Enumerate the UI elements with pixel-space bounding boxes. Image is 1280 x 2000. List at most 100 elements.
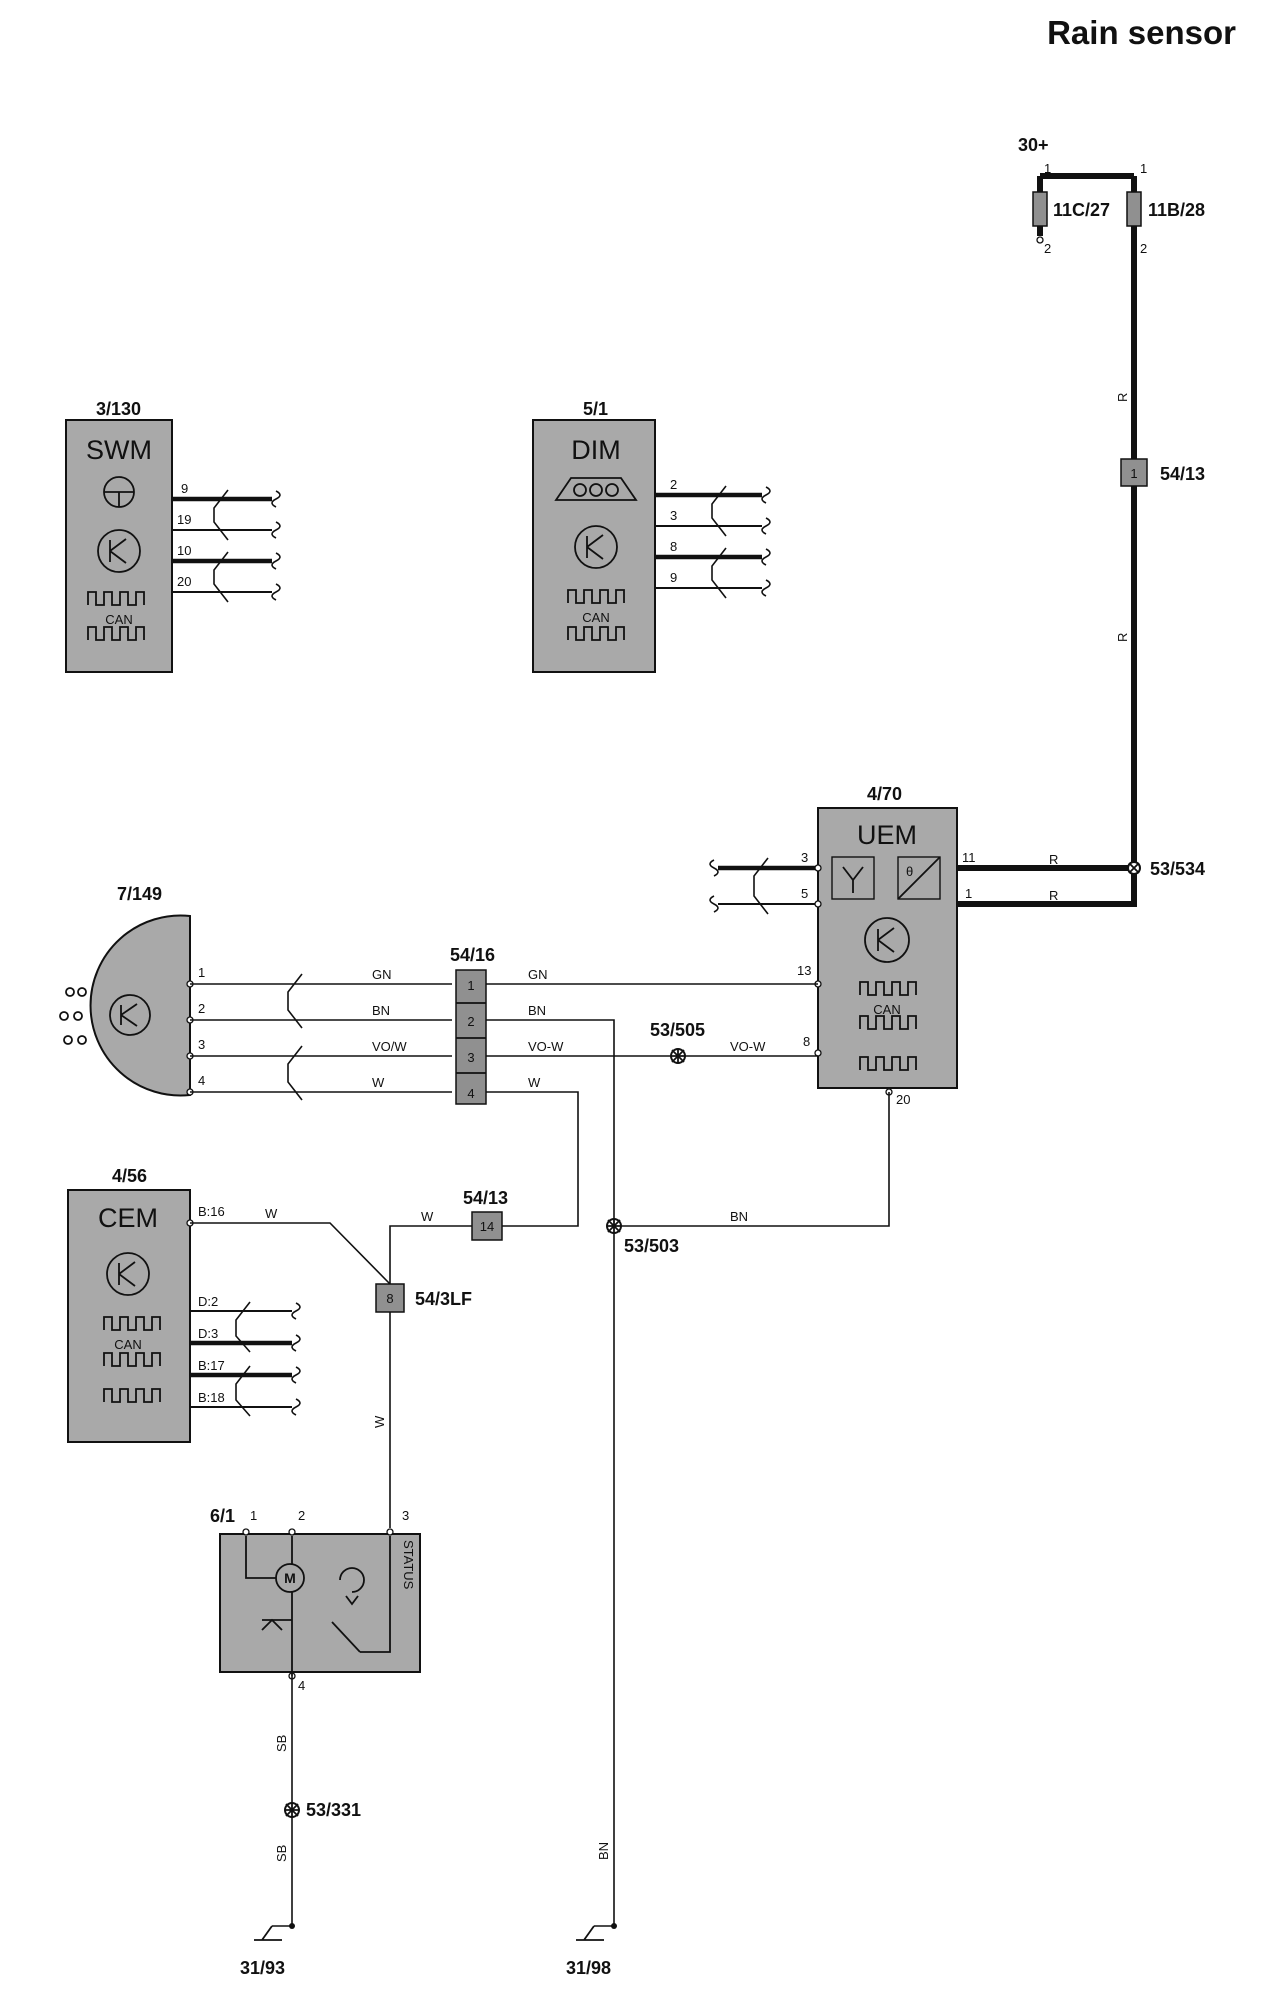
uem-twist-mark: [753, 857, 769, 915]
dim-box: [532, 419, 656, 673]
uem-pin-11: 11: [962, 850, 976, 865]
wire-sb: [272, 1676, 293, 1927]
fuse-11c27-ref: 11C/27: [1053, 200, 1110, 220]
splice-53-331-label: 53/331: [306, 1800, 361, 1820]
wire-label-r-1: R: [1049, 888, 1058, 903]
fuse-11c27-body: [1032, 191, 1048, 227]
transistor-icon: [864, 917, 910, 963]
connector-54-16-body: [455, 969, 487, 1105]
ground-icon: [254, 1925, 282, 1941]
splice-53-503-label: 53/503: [624, 1236, 679, 1256]
gauge-icon-2: [589, 483, 603, 497]
connector-54-16-pin-1: 1: [467, 978, 474, 993]
fuse-11c27-pin-1: 1: [1044, 161, 1051, 176]
wiper-motor-pad-2: [288, 1528, 296, 1536]
splice-53-534-cross: [1128, 862, 1140, 874]
uem-pin-3: 3: [801, 850, 808, 865]
wire-label-w-right: W: [528, 1075, 541, 1090]
connector-54-13-lower: 54/13 14: [463, 1188, 508, 1241]
supply-label: 30+: [1018, 135, 1049, 155]
fuse-11b28-ref: 11B/28: [1148, 200, 1205, 220]
connector-54-13-upper-body: [1120, 458, 1148, 487]
antenna-icon: [842, 866, 864, 893]
wire-label-gn-right: GN: [528, 967, 548, 982]
dim-can-label: CAN: [582, 610, 609, 625]
switch-arrow-icon: [261, 1618, 283, 1631]
dim-name: DIM: [571, 435, 621, 465]
dim-pin-8: 8: [670, 539, 677, 554]
wire-label-gn-left: GN: [372, 967, 392, 982]
wire-label-w-vertical: W: [372, 1415, 387, 1428]
park-switch-icon: [339, 1567, 365, 1606]
instrument-cluster-icon: [554, 477, 638, 501]
ground-icon: [576, 1925, 604, 1941]
connector-54-16-pin-3: 3: [467, 1050, 474, 1065]
ground-31-93: 31/93: [240, 1923, 295, 1978]
rain-sensor-twist-marks: [287, 973, 303, 1101]
connector-54-13-lower-ref: 54/13: [463, 1188, 508, 1208]
swm-pin-10: 10: [177, 543, 191, 558]
splice-53-331-cross: [285, 1803, 299, 1817]
diagram-title: Rain sensor: [1047, 14, 1236, 51]
dim-pin-3: 3: [670, 508, 677, 523]
cem-ref: 4/56: [112, 1166, 147, 1186]
can-signal-icon-lower: [859, 1015, 917, 1030]
dim-wire-breaks: [761, 486, 771, 597]
connector-54-16-pin-2: 2: [467, 1014, 474, 1029]
wire-w-right: [486, 1091, 579, 1227]
connector-54-3lf: 8 54/3LF: [375, 1283, 472, 1313]
cem-pin-b17: B:17: [198, 1358, 225, 1373]
uem-pin-20: 20: [896, 1092, 910, 1107]
cem-pin-d3: D:3: [198, 1326, 218, 1341]
connector-54-3lf-ref: 54/3LF: [415, 1289, 472, 1309]
power-supply: 30+ 1 2 11C/27 1 2 11B/28 R 1 54/13 R: [1018, 135, 1205, 907]
fuse-11b28-pin-1: 1: [1140, 161, 1147, 176]
wire-label-w-mid: W: [421, 1209, 434, 1224]
fuse-11b28-pin-2: 2: [1140, 241, 1147, 256]
cem-pin-d2: D:2: [198, 1294, 218, 1309]
can-signal-icon: [567, 589, 625, 604]
uem-name: UEM: [857, 820, 917, 850]
wiper-motor-status: STATUS: [401, 1540, 416, 1590]
gauge-icon-1: [573, 483, 587, 497]
splice-53-331: 53/331: [284, 1800, 361, 1820]
connector-54-3lf-body: [375, 1283, 405, 1313]
dim-pin-9: 9: [670, 570, 677, 585]
connector-54-16-dividers: [456, 1002, 486, 1074]
uem-pin-1: 1: [965, 886, 972, 901]
wire-bn-uem-20: [614, 1092, 890, 1227]
wiper-motor-pin-2: 2: [298, 1508, 305, 1523]
cem-twist-marks: [235, 1301, 251, 1417]
wire-label-bn-left: BN: [372, 1003, 390, 1018]
cem-wire-breaks: [291, 1302, 301, 1416]
wiper-motor-pin-4: 4: [298, 1678, 305, 1693]
connector-54-13-upper-pin: 1: [1130, 466, 1137, 481]
splice-53-505-cross: [671, 1049, 685, 1063]
fuse-11c27: 1 2 11C/27: [1032, 161, 1110, 256]
uem-pin-13: 13: [797, 963, 811, 978]
transistor-icon: [106, 1252, 150, 1296]
uem-pin-5: 5: [801, 886, 808, 901]
wire-label-bn-right: BN: [528, 1003, 546, 1018]
uem-pad-3: [814, 864, 822, 872]
module-uem: 4/70 UEM θ CAN 3 5 11 1 R R 13 8 20: [709, 784, 1134, 1107]
wire-label-w-cem: W: [265, 1206, 278, 1221]
transistor-icon-legs: [109, 538, 127, 564]
wiper-motor-pin-3: 3: [402, 1508, 409, 1523]
wire-r-main: [1131, 176, 1137, 907]
motor-label: M: [284, 1570, 296, 1586]
wire-bn-right: [486, 1019, 615, 1906]
cem-can-label: CAN: [114, 1337, 141, 1352]
splice-53-534: 53/534: [1127, 859, 1205, 879]
swm-box: [65, 419, 173, 673]
wire-label-w-left: W: [372, 1075, 385, 1090]
wire-label-r-lower: R: [1115, 633, 1130, 642]
ground-31-98-node: [611, 1923, 617, 1929]
wire-label-bn-vertical: BN: [596, 1842, 611, 1860]
transistor-icon: [109, 994, 151, 1036]
can-signal-icon: [87, 591, 145, 606]
motor-wiring: [245, 1536, 293, 1676]
pwm-signal-icon: [859, 1056, 917, 1071]
connector-54-3lf-pin: 8: [386, 1291, 393, 1306]
relay-switch-icon: [897, 856, 941, 900]
